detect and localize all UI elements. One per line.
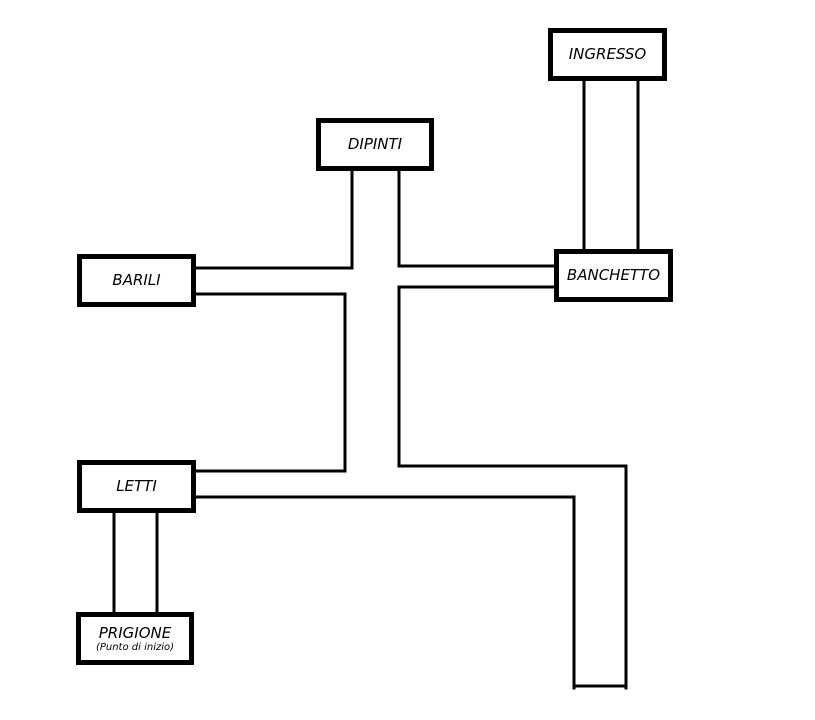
room-prigione: PRIGIONE (Punto di inizio) [76,612,194,665]
room-letti-label: LETTI [116,477,157,495]
room-prigione-sublabel: (Punto di inizio) [95,641,175,653]
room-barili: BARILI [77,254,196,307]
room-banchetto: BANCHETTO [554,249,673,302]
room-banchetto-label: BANCHETTO [566,266,661,284]
room-dipinti: DIPINTI [316,118,434,171]
room-letti: LETTI [77,460,196,513]
room-prigione-label: PRIGIONE [98,623,172,642]
room-barili-label: BARILI [112,271,161,289]
room-ingresso-label: INGRESSO [568,45,647,63]
room-dipinti-label: DIPINTI [347,135,403,153]
room-ingresso: INGRESSO [548,28,667,81]
